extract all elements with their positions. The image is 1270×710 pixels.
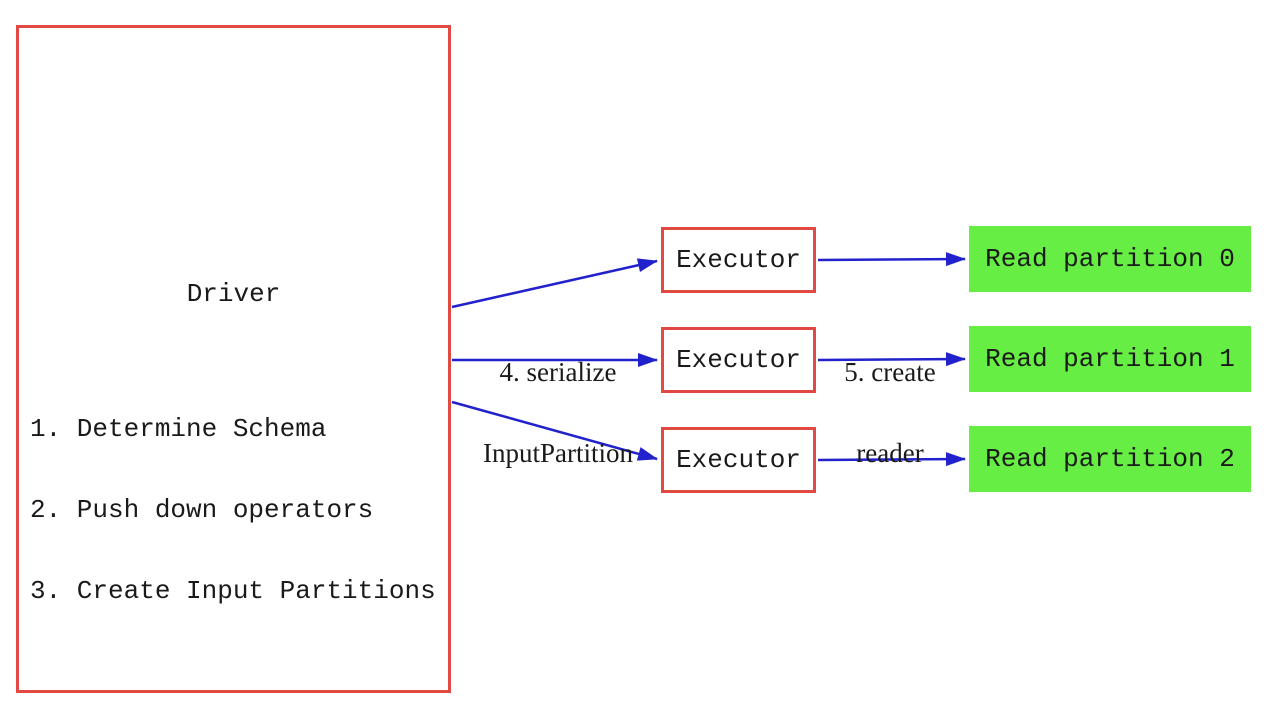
read-partition-box-2: Read partition 2	[969, 426, 1251, 492]
serialize-label-line1: 4. serialize	[499, 357, 617, 387]
serialize-inputpartition-label: 4. serialize InputPartition	[448, 305, 668, 521]
arrow-driver-to-executor-0	[451, 258, 658, 309]
create-reader-label-line2: reader	[856, 438, 924, 468]
read-partition-label-1: Read partition 1	[985, 344, 1235, 374]
driver-title: Driver	[186, 279, 281, 309]
executor-box-1: Executor	[661, 327, 816, 393]
executor-label-1: Executor	[676, 345, 801, 375]
read-partition-label-2: Read partition 2	[985, 444, 1235, 474]
driver-step-3: 3. Create Input Partitions	[30, 576, 436, 606]
executor-box-2: Executor	[661, 427, 816, 493]
driver-step-1: 1. Determine Schema	[30, 414, 327, 444]
read-partition-box-0: Read partition 0	[969, 226, 1251, 292]
executor-label-2: Executor	[676, 445, 801, 475]
create-reader-label: 5. create reader	[800, 305, 980, 521]
executor-box-0: Executor	[661, 227, 816, 293]
arrow-executor-0-to-partition-0	[817, 252, 966, 267]
driver-steps: 1. Determine Schema 2. Push down operato…	[30, 362, 436, 659]
driver-box: Driver 1. Determine Schema 2. Push down …	[16, 25, 451, 693]
create-reader-label-line1: 5. create	[844, 357, 936, 387]
serialize-label-line2: InputPartition	[483, 438, 633, 468]
read-partition-label-0: Read partition 0	[985, 244, 1235, 274]
driver-step-2: 2. Push down operators	[30, 495, 374, 525]
executor-label-0: Executor	[676, 245, 801, 275]
read-partition-box-1: Read partition 1	[969, 326, 1251, 392]
